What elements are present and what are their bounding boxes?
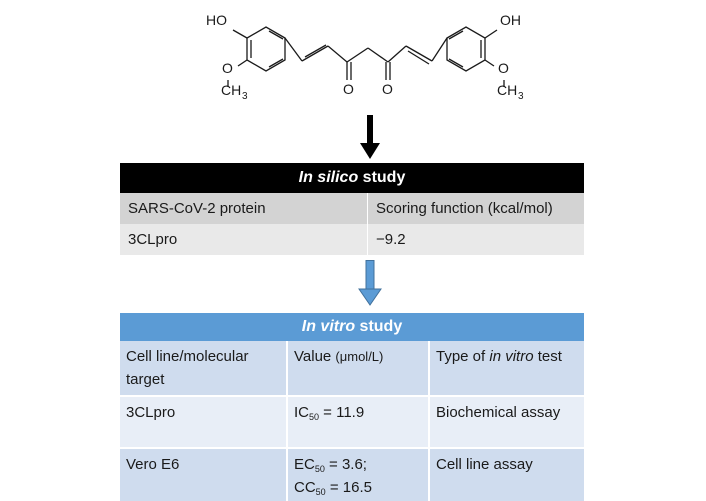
- table-row: 3CLpro −9.2: [120, 224, 584, 255]
- vitro-target-vero-e6: Vero E6: [120, 449, 288, 501]
- silico-score-value: −9.2: [376, 231, 406, 248]
- oh-label-right: OH: [500, 12, 521, 28]
- vitro-ic50-value: IC50 = 11.9: [288, 397, 430, 447]
- vitro-header-value: Value (μmol/L): [288, 341, 430, 395]
- in-vitro-table: In vitro study Cell line/molecular targe…: [120, 313, 584, 501]
- methyl-sub-right: 3: [518, 91, 524, 102]
- vitro-target-3clpro: 3CLpro: [120, 397, 288, 447]
- table-row: 3CLpro IC50 = 11.9 Biochemical assay: [120, 397, 584, 447]
- methoxy-o-right: O: [498, 60, 509, 76]
- silico-header-scoring: Scoring function (kcal/mol): [376, 200, 553, 217]
- vitro-header-test-type: Type of in vitro test: [436, 348, 562, 365]
- table-row: SARS-CoV-2 protein Scoring function (kca…: [120, 193, 584, 224]
- methyl-ch-left: CH: [221, 82, 241, 98]
- table-row: Cell line/molecular target Value (μmol/L…: [120, 341, 584, 395]
- ho-label-left: HO: [206, 12, 227, 28]
- structure-bonds: [227, 26, 505, 87]
- curcumin-structure: HO O CH 3 O O OH O CH 3: [206, 12, 524, 102]
- silico-protein-value: 3CLpro: [120, 224, 368, 255]
- down-arrow-black-icon: [360, 115, 380, 159]
- down-arrow-blue-icon: [358, 260, 382, 306]
- methoxy-o-left: O: [222, 60, 233, 76]
- methyl-ch-right: CH: [497, 82, 517, 98]
- vitro-header-target: Cell line/molecular target: [120, 341, 288, 395]
- table-row: Vero E6 EC50 = 3.6; CC50 = 16.5 Cell lin…: [120, 449, 584, 501]
- vitro-test-cell-line: Cell line assay: [436, 456, 533, 473]
- silico-header-protein: SARS-CoV-2 protein: [120, 193, 368, 224]
- methyl-sub-left: 3: [242, 91, 248, 102]
- carbonyl-o-right: O: [382, 81, 393, 97]
- vitro-ec50-cc50-value: EC50 = 3.6; CC50 = 16.5: [288, 449, 430, 501]
- in-silico-title: In silico study: [120, 163, 584, 193]
- carbonyl-o-left: O: [343, 81, 354, 97]
- in-silico-table: In silico study SARS-CoV-2 protein Scori…: [120, 163, 584, 255]
- vitro-test-biochemical: Biochemical assay: [436, 404, 561, 421]
- in-vitro-title: In vitro study: [120, 313, 584, 341]
